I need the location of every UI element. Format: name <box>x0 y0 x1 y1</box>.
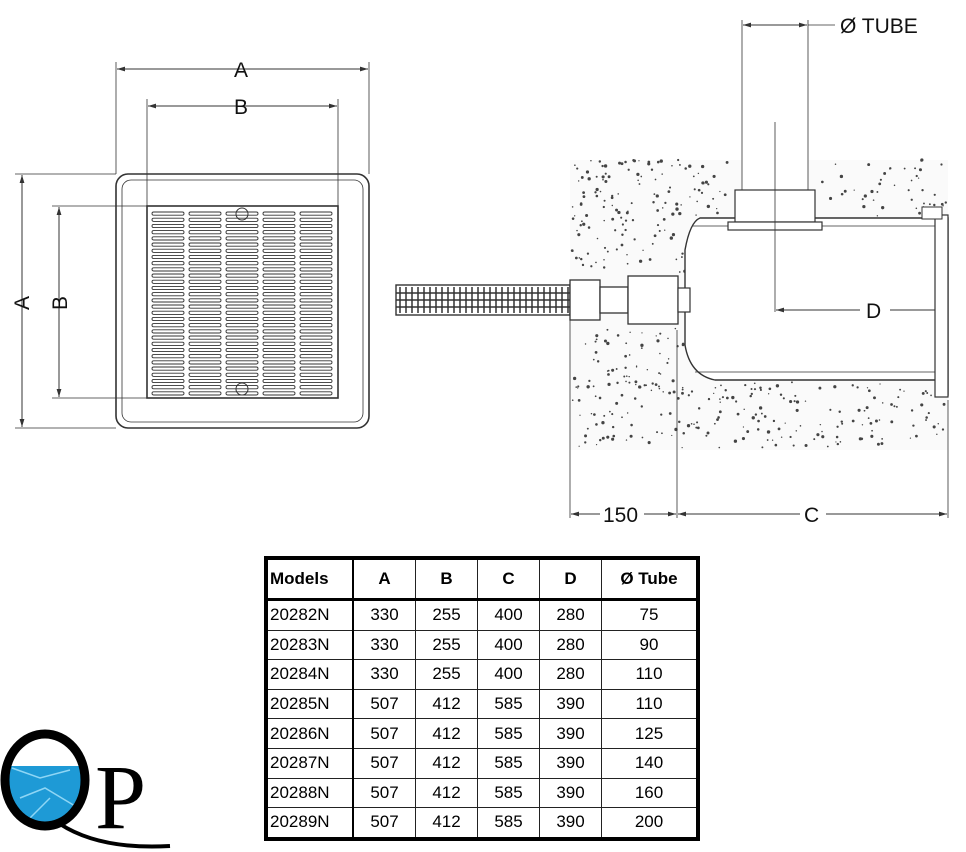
cell-d: 390 <box>539 807 602 840</box>
cell-c: 585 <box>477 688 540 720</box>
union-fitting <box>627 275 679 325</box>
outer-frame <box>115 173 370 429</box>
skimmer-body <box>684 217 949 396</box>
cell-model: 20284N <box>265 659 354 690</box>
cell-a: 507 <box>352 747 416 779</box>
cell-tube: 75 <box>601 599 699 631</box>
cell-d: 390 <box>539 718 602 749</box>
cell-d: 390 <box>539 777 602 809</box>
front-view <box>15 62 370 429</box>
cell-b: 255 <box>415 629 478 661</box>
header-models: Models <box>265 557 354 601</box>
cell-b: 412 <box>415 718 478 749</box>
cell-c: 400 <box>477 629 540 661</box>
cell-model: 20282N <box>265 599 354 631</box>
cell-d: 390 <box>539 747 602 779</box>
cell-c: 400 <box>477 659 540 690</box>
cell-c: 585 <box>477 807 540 840</box>
cell-b: 412 <box>415 807 478 840</box>
cell-tube: 90 <box>601 629 699 661</box>
cell-d: 280 <box>539 599 602 631</box>
cell-model: 20286N <box>265 718 354 749</box>
label-150: 150 <box>603 504 638 527</box>
label-b-top: B <box>234 96 248 119</box>
header-b: B <box>415 557 478 601</box>
header-a: A <box>352 557 416 601</box>
cell-b: 412 <box>415 747 478 779</box>
cell-model: 20285N <box>265 688 354 720</box>
cell-tube: 110 <box>601 688 699 720</box>
cell-b: 255 <box>415 599 478 631</box>
cell-c: 585 <box>477 747 540 779</box>
cell-a: 330 <box>352 629 416 661</box>
cell-a: 507 <box>352 807 416 840</box>
screw-icon <box>235 207 249 221</box>
label-d: D <box>866 300 881 323</box>
cell-d: 280 <box>539 659 602 690</box>
cell-a: 507 <box>352 777 416 809</box>
header-tube: Ø Tube <box>601 557 699 601</box>
label-a-side: A <box>11 296 34 310</box>
qp-logo: P <box>0 729 171 849</box>
cell-model: 20288N <box>265 777 354 809</box>
cell-tube: 125 <box>601 718 699 749</box>
cell-d: 280 <box>539 629 602 661</box>
cell-model: 20283N <box>265 629 354 661</box>
cell-c: 400 <box>477 599 540 631</box>
cell-b: 255 <box>415 659 478 690</box>
cell-a: 507 <box>352 688 416 720</box>
cell-tube: 200 <box>601 807 699 840</box>
front-flange <box>934 214 949 398</box>
cell-b: 412 <box>415 688 478 720</box>
cell-b: 412 <box>415 777 478 809</box>
cell-a: 330 <box>352 599 416 631</box>
cell-tube: 140 <box>601 747 699 779</box>
cell-c: 585 <box>477 777 540 809</box>
cell-d: 390 <box>539 688 602 720</box>
cell-a: 507 <box>352 718 416 749</box>
section-view <box>395 20 949 518</box>
label-tube: Ø TUBE <box>840 15 918 38</box>
cell-tube: 160 <box>601 777 699 809</box>
grate <box>146 205 339 399</box>
cell-c: 585 <box>477 718 540 749</box>
header-d: D <box>539 557 602 601</box>
svg-text:P: P <box>95 746 146 848</box>
cell-model: 20287N <box>265 747 354 779</box>
label-a-top: A <box>234 59 248 82</box>
cell-model: 20289N <box>265 807 354 840</box>
label-b-side: B <box>49 296 72 310</box>
header-c: C <box>477 557 540 601</box>
cell-tube: 110 <box>601 659 699 690</box>
label-c: C <box>804 504 819 527</box>
cell-a: 330 <box>352 659 416 690</box>
table-header-row: Models A B C D Ø Tube <box>265 557 699 601</box>
screw-icon <box>235 382 249 396</box>
